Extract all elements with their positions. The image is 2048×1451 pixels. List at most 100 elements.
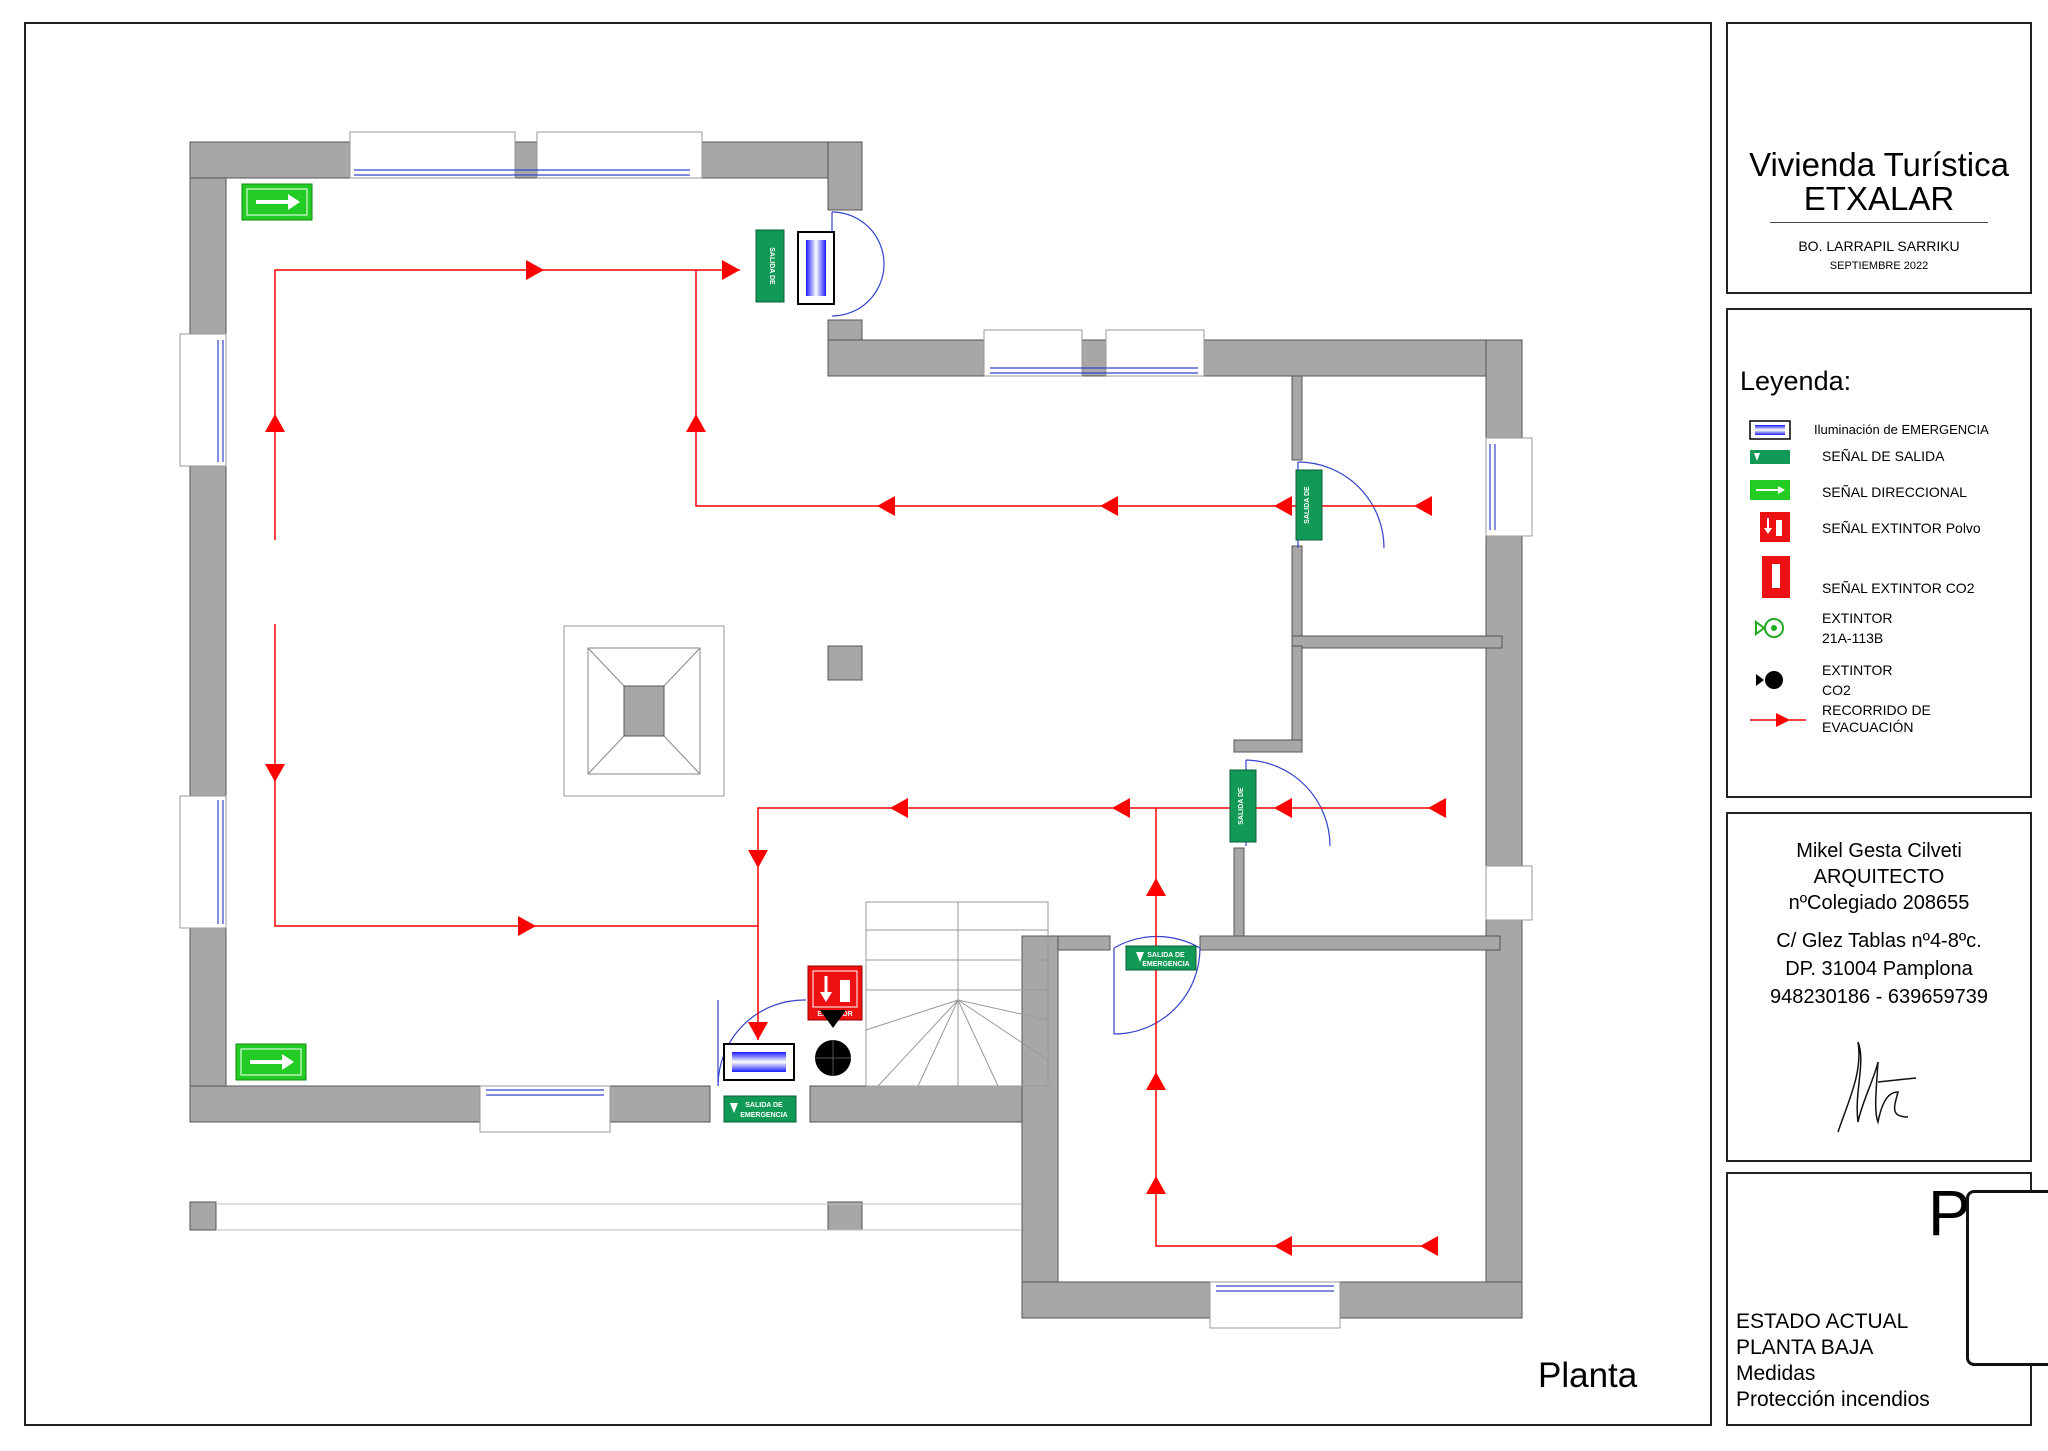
drawing-frame bbox=[24, 22, 1712, 1426]
wall-lower-left bbox=[1021, 935, 1059, 1319]
route-arrow-left bbox=[1274, 496, 1292, 516]
stairs bbox=[865, 901, 1049, 1087]
sheet-state: ESTADO ACTUAL bbox=[1736, 1310, 1909, 1333]
legend-item-evacuation-route: RECORRIDO DE EVACUACIÓN bbox=[1748, 702, 2034, 742]
legend-item-extinguisher-co2: EXTINTOR CO2 bbox=[1748, 662, 2034, 702]
architect-name: Mikel Gesta Cilveti bbox=[1796, 840, 1962, 862]
evacuation-routes bbox=[274, 269, 1446, 1247]
route-arrow-left bbox=[890, 798, 908, 818]
legend-label: SEÑAL DIRECCIONAL bbox=[1822, 484, 1967, 500]
emergency-light-entrance bbox=[797, 231, 835, 305]
route-arrow-left bbox=[1414, 496, 1432, 516]
partition-7 bbox=[1199, 935, 1501, 951]
directional-sign-top bbox=[241, 183, 313, 221]
legend-item-co2-sign: SEÑAL EXTINTOR CO2 bbox=[1748, 554, 2034, 598]
legend-label-line2: CO2 bbox=[1822, 682, 1851, 698]
title-divider bbox=[1770, 222, 1988, 223]
evacuation-route-icon bbox=[1750, 713, 1806, 727]
route-arrow-left bbox=[1100, 496, 1118, 516]
legend-item-exit-sign: SEÑAL DE SALIDA bbox=[1748, 448, 2034, 488]
architect-street: C/ Glez Tablas nº4-8ºc. bbox=[1776, 930, 1982, 952]
emergency-light-main bbox=[723, 1043, 795, 1081]
sheet-floor: PLANTA BAJA bbox=[1736, 1336, 1874, 1359]
signature bbox=[1837, 1041, 1917, 1133]
walls bbox=[189, 141, 1523, 1319]
extinguisher-21a-icon bbox=[1755, 618, 1784, 638]
route-arrow-left bbox=[1274, 1236, 1292, 1256]
pillar-2 bbox=[827, 1201, 863, 1231]
extinguisher-co2 bbox=[815, 1010, 851, 1076]
title-block: Vivienda Turística ETXALAR BO. LARRAPIL … bbox=[1726, 22, 2032, 294]
route-arrow-right bbox=[526, 260, 544, 280]
legend-heading: Leyenda: bbox=[1740, 366, 1852, 396]
partition-4 bbox=[1291, 645, 1303, 751]
architect-city: DP. 31004 Pamplona bbox=[1785, 958, 1973, 980]
partition-1 bbox=[1291, 375, 1303, 461]
wall-left bbox=[189, 141, 227, 1123]
partition-5 bbox=[1233, 739, 1303, 753]
windows bbox=[179, 131, 1533, 1329]
route-arrow-left bbox=[1274, 798, 1292, 818]
wall-top-2 bbox=[514, 141, 538, 179]
architect-registration: nºColegiado 208655 bbox=[1788, 892, 1970, 914]
wall-mid-top-2 bbox=[1081, 339, 1107, 377]
route-arrow-up bbox=[1146, 1072, 1166, 1090]
exit-sign-text-2: EMERGENCIA bbox=[1142, 961, 1189, 968]
route-arrow-left bbox=[1112, 798, 1130, 818]
wall-right-2 bbox=[1485, 535, 1523, 867]
project-title-line2: ETXALAR bbox=[1803, 180, 1955, 217]
route-arrows bbox=[265, 260, 1446, 1256]
emergency-light-icon bbox=[1749, 420, 1791, 440]
powder-extinguisher-sign-icon bbox=[1760, 512, 1790, 542]
route-arrow-down bbox=[265, 764, 285, 782]
wall-bottom-3 bbox=[809, 1085, 1059, 1123]
route-arrow-down bbox=[748, 850, 768, 868]
architect-role: ARQUITECTO bbox=[1813, 866, 1945, 888]
exit-sign-text: SALIDA DE bbox=[768, 247, 775, 285]
legend-label-line2: 21A-113B bbox=[1822, 630, 1884, 646]
route-arrow-up bbox=[265, 414, 285, 432]
partition-3 bbox=[1291, 635, 1503, 649]
wall-bottom-1 bbox=[189, 1085, 481, 1123]
directional-sign-icon bbox=[1750, 480, 1790, 500]
pillar-1 bbox=[189, 1201, 217, 1231]
legend-item-emergency-light: Iluminación de EMERGENCIA bbox=[1748, 418, 2034, 458]
wall-lower-bottom-2 bbox=[1339, 1281, 1523, 1319]
sheet-code: P bbox=[1928, 1177, 1971, 1249]
wall-top-corner bbox=[827, 141, 863, 211]
route-arrow-down bbox=[748, 1022, 768, 1040]
partition-8 bbox=[1057, 935, 1111, 951]
project-address: BO. LARRAPIL SARRIKU bbox=[1798, 238, 1960, 254]
thumbnail-preview[interactable] bbox=[1966, 1190, 2048, 1366]
wall-lower-bottom-1 bbox=[1021, 1281, 1211, 1319]
exit-sign-text: SALIDA DE bbox=[1304, 486, 1311, 524]
wall-right-1 bbox=[1485, 339, 1523, 439]
legend: Leyenda: Iluminación de EMERGENCIA SEÑAL… bbox=[1726, 308, 2032, 798]
exit-sign-entrance: SALIDA DE bbox=[755, 229, 785, 303]
legend-label: SEÑAL EXTINTOR CO2 bbox=[1822, 580, 1975, 596]
legend-label: SEÑAL DE SALIDA bbox=[1822, 448, 1945, 464]
wall-right-3 bbox=[1485, 919, 1523, 1319]
legend-item-powder-sign: SEÑAL EXTINTOR Polvo bbox=[1748, 510, 2034, 550]
sheet-measures: Medidas bbox=[1736, 1362, 1816, 1385]
legend-label: SEÑAL EXTINTOR Polvo bbox=[1822, 520, 1981, 536]
wall-mid-top-3 bbox=[1203, 339, 1523, 377]
exit-sign-text-1: SALIDA DE bbox=[1147, 952, 1185, 959]
route-arrow-left bbox=[1428, 798, 1446, 818]
sheet-fire-protection: Protección incendios bbox=[1736, 1388, 1930, 1411]
legend-label-line1: RECORRIDO DE bbox=[1822, 702, 1931, 718]
project-title-line1: Vivienda Turística bbox=[1749, 146, 2009, 183]
plan-label: Planta bbox=[1538, 1356, 1638, 1395]
route-arrow-right bbox=[518, 916, 536, 936]
legend-label-line2: EVACUACIÓN bbox=[1822, 719, 1914, 735]
route-arrow-up bbox=[1146, 878, 1166, 896]
exit-sign-room-2: SALIDA DE bbox=[1229, 769, 1257, 843]
exit-sign-text: SALIDA DE bbox=[1238, 787, 1245, 825]
co2-extinguisher-sign-icon bbox=[1762, 556, 1790, 598]
exit-sign-text-2: EMERGENCIA bbox=[740, 1112, 787, 1119]
route-arrow-up bbox=[1146, 1176, 1166, 1194]
exit-sign-main: SALIDA DE EMERGENCIA bbox=[723, 1095, 797, 1123]
wall-top-1 bbox=[189, 141, 351, 179]
exit-sign-text-1: SALIDA DE bbox=[745, 1102, 783, 1109]
architect-phones: 948230186 - 639659739 bbox=[1770, 986, 1988, 1008]
